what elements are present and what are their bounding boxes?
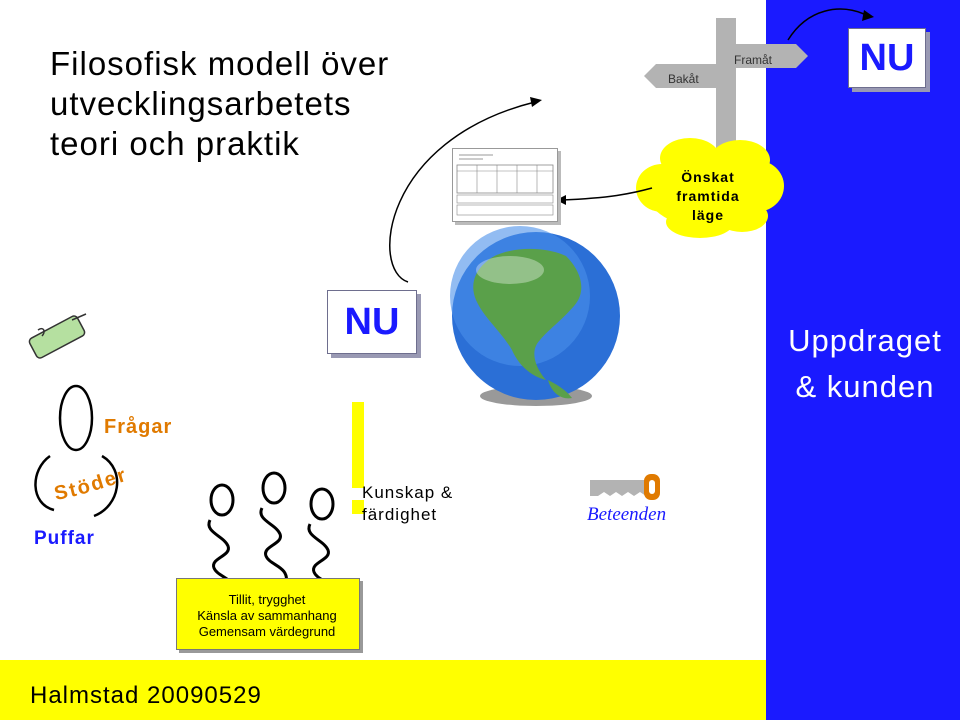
kunskap-label: Kunskap & färdighet	[362, 482, 453, 526]
tillit-box	[176, 578, 360, 650]
person-icon	[34, 384, 119, 518]
cloud-icon	[636, 138, 784, 238]
arrow-icon	[561, 187, 653, 201]
tillit-line: Tillit, trygghet	[228, 592, 306, 607]
uppdraget-line: Uppdraget	[788, 323, 942, 358]
cloud-line: framtida	[676, 188, 740, 204]
scroll-icon	[28, 313, 87, 359]
uppdraget-label: Uppdraget & kunden	[770, 318, 960, 410]
title-line: Filosofisk modell över	[50, 45, 390, 82]
signpost-forward-board	[724, 44, 808, 68]
arrow-icon	[389, 101, 536, 283]
stoder-text: Stöder	[52, 464, 128, 505]
title-line: utvecklingsarbetets	[50, 85, 352, 122]
exclamation-icon	[352, 402, 364, 514]
tillit-line: Gemensam värdegrund	[198, 624, 336, 639]
footer-date: Halmstad 20090529	[30, 682, 262, 709]
title-line: teori och praktik	[50, 125, 300, 162]
fragar-label: Frågar	[104, 416, 173, 438]
arrow-icon	[787, 8, 865, 41]
nu-box-top: NU	[848, 28, 926, 88]
signpost-back-label: Bakåt	[668, 72, 699, 86]
tillit-label: Tillit, trygghet Känsla av sammanhang Ge…	[176, 592, 358, 640]
cloud-line: Önskat	[681, 169, 735, 185]
tillit-line: Känsla av sammanhang	[197, 608, 337, 623]
kunskap-line: Kunskap &	[362, 483, 454, 502]
footer-bar	[0, 660, 766, 720]
uppdraget-line: & kunden	[795, 369, 935, 404]
blue-panel	[766, 0, 960, 720]
signpost-back-board	[644, 64, 726, 88]
cloud-label: Önskat framtida läge	[668, 168, 748, 225]
cloud-line: läge	[691, 207, 724, 223]
document-icon	[452, 148, 558, 222]
page-title: Filosofisk modell över utvecklingsarbete…	[50, 44, 450, 164]
beteenden-label: Beteenden	[587, 504, 667, 525]
puffar-label: Puffar	[34, 528, 95, 549]
signpost-forward-label: Framåt	[734, 53, 773, 67]
key-icon	[590, 474, 660, 500]
nu-box-middle: NU	[327, 290, 417, 354]
kunskap-line: färdighet	[362, 505, 438, 524]
globe-icon	[450, 226, 620, 406]
stoder-label: Stöder	[52, 464, 130, 505]
